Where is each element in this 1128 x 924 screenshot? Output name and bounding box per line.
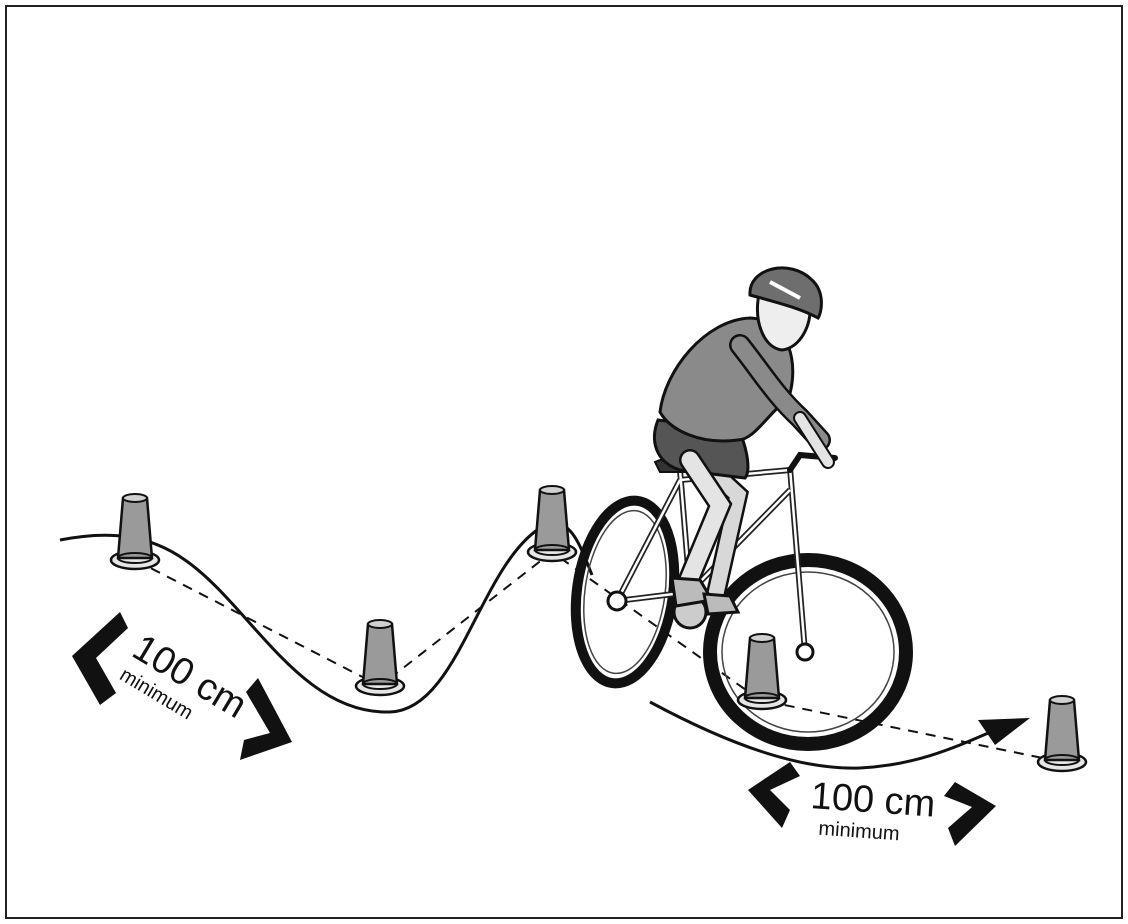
arrowhead-icon (978, 718, 1030, 745)
frame-border (6, 6, 1122, 918)
chevron-right-icon (944, 782, 996, 846)
cone-icon (528, 486, 576, 561)
cone-icon (356, 620, 404, 695)
chevron-left-icon (72, 612, 128, 705)
distance-right-note: minimum (818, 818, 900, 846)
cone-icon (738, 634, 786, 709)
cone-icon (1038, 696, 1086, 771)
distance-marker-right: 100 cm minimum (748, 762, 996, 848)
cone-icon (111, 494, 159, 569)
weaving-path-exit (650, 702, 1000, 768)
chevron-left-icon (748, 762, 800, 828)
